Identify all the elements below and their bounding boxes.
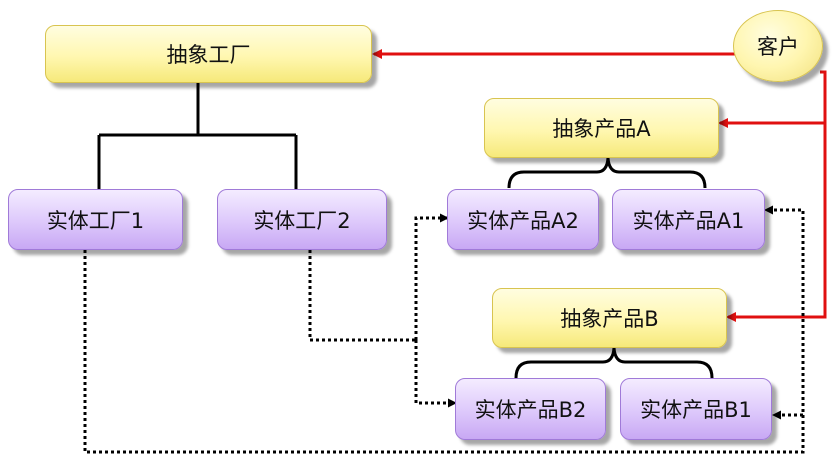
client-label: 客户	[757, 35, 799, 59]
concrete-product-a1-box[interactable]: 实体产品A1	[612, 189, 765, 250]
abstract-product-b-label: 抽象产品B	[560, 307, 659, 331]
concrete-factory-1-box[interactable]: 实体工厂1	[8, 189, 183, 250]
factory-inheritance-lines	[97, 83, 298, 190]
abstract-factory-box[interactable]: 抽象工厂	[45, 25, 372, 83]
abstract-factory-label: 抽象工厂	[166, 43, 251, 67]
product-b-brace	[514, 347, 714, 379]
abstract-product-a-label: 抽象产品A	[552, 117, 651, 141]
concrete-product-a2-label: 实体产品A2	[467, 208, 579, 233]
factory2-dependency-lines	[308, 213, 457, 408]
concrete-factory-2-label: 实体工厂2	[253, 208, 351, 233]
concrete-product-a1-label: 实体产品A1	[632, 208, 745, 233]
client-node[interactable]: 客户	[733, 10, 823, 82]
factory1-dependency-lines	[83, 205, 805, 454]
concrete-product-b2-box[interactable]: 实体产品B2	[455, 378, 606, 440]
concrete-product-a2-box[interactable]: 实体产品A2	[447, 189, 599, 250]
product-a-brace	[507, 157, 707, 189]
concrete-factory-1-label: 实体工厂1	[46, 208, 145, 233]
concrete-product-b1-box[interactable]: 实体产品B1	[620, 378, 772, 440]
concrete-product-b2-label: 实体产品B2	[474, 398, 587, 422]
abstract-product-a-box[interactable]: 抽象产品A	[484, 98, 719, 158]
concrete-factory-2-box[interactable]: 实体工厂2	[217, 189, 387, 250]
client-arrows	[372, 49, 827, 322]
concrete-product-b1-label: 实体产品B1	[640, 398, 752, 422]
abstract-product-b-box[interactable]: 抽象产品B	[492, 288, 727, 348]
